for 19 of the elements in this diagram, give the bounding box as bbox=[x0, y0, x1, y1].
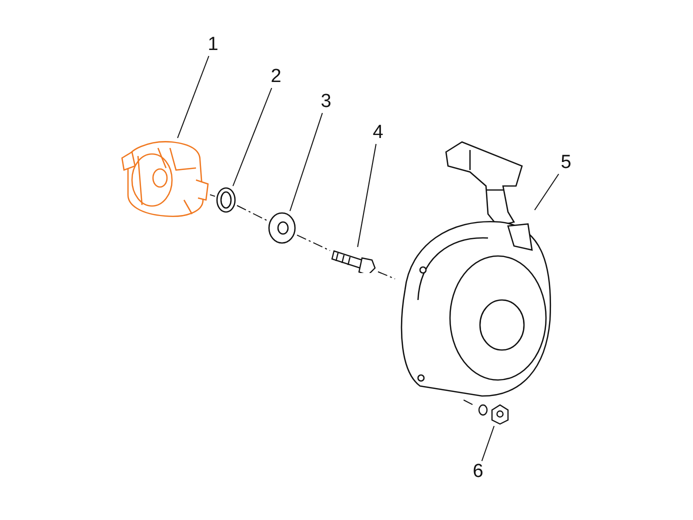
leader-line bbox=[534, 174, 560, 210]
center-line bbox=[296, 234, 330, 252]
callout-number: 1 bbox=[205, 34, 221, 56]
callout-number: 6 bbox=[470, 461, 486, 483]
leader-line bbox=[232, 88, 272, 186]
washer-drawing bbox=[267, 211, 297, 245]
leader-line bbox=[177, 56, 210, 138]
leader-line bbox=[481, 426, 495, 462]
callout-number: 3 bbox=[318, 91, 334, 113]
center-line bbox=[210, 194, 216, 197]
callout-number: 5 bbox=[558, 152, 574, 174]
center-line bbox=[236, 205, 268, 221]
leader-line bbox=[289, 112, 323, 212]
washer-drawing bbox=[215, 186, 237, 214]
callout-number: 4 bbox=[370, 122, 386, 144]
leader-line bbox=[357, 144, 377, 248]
center-line bbox=[378, 271, 396, 280]
center-line bbox=[463, 400, 476, 406]
callout-number: 2 bbox=[268, 66, 284, 88]
